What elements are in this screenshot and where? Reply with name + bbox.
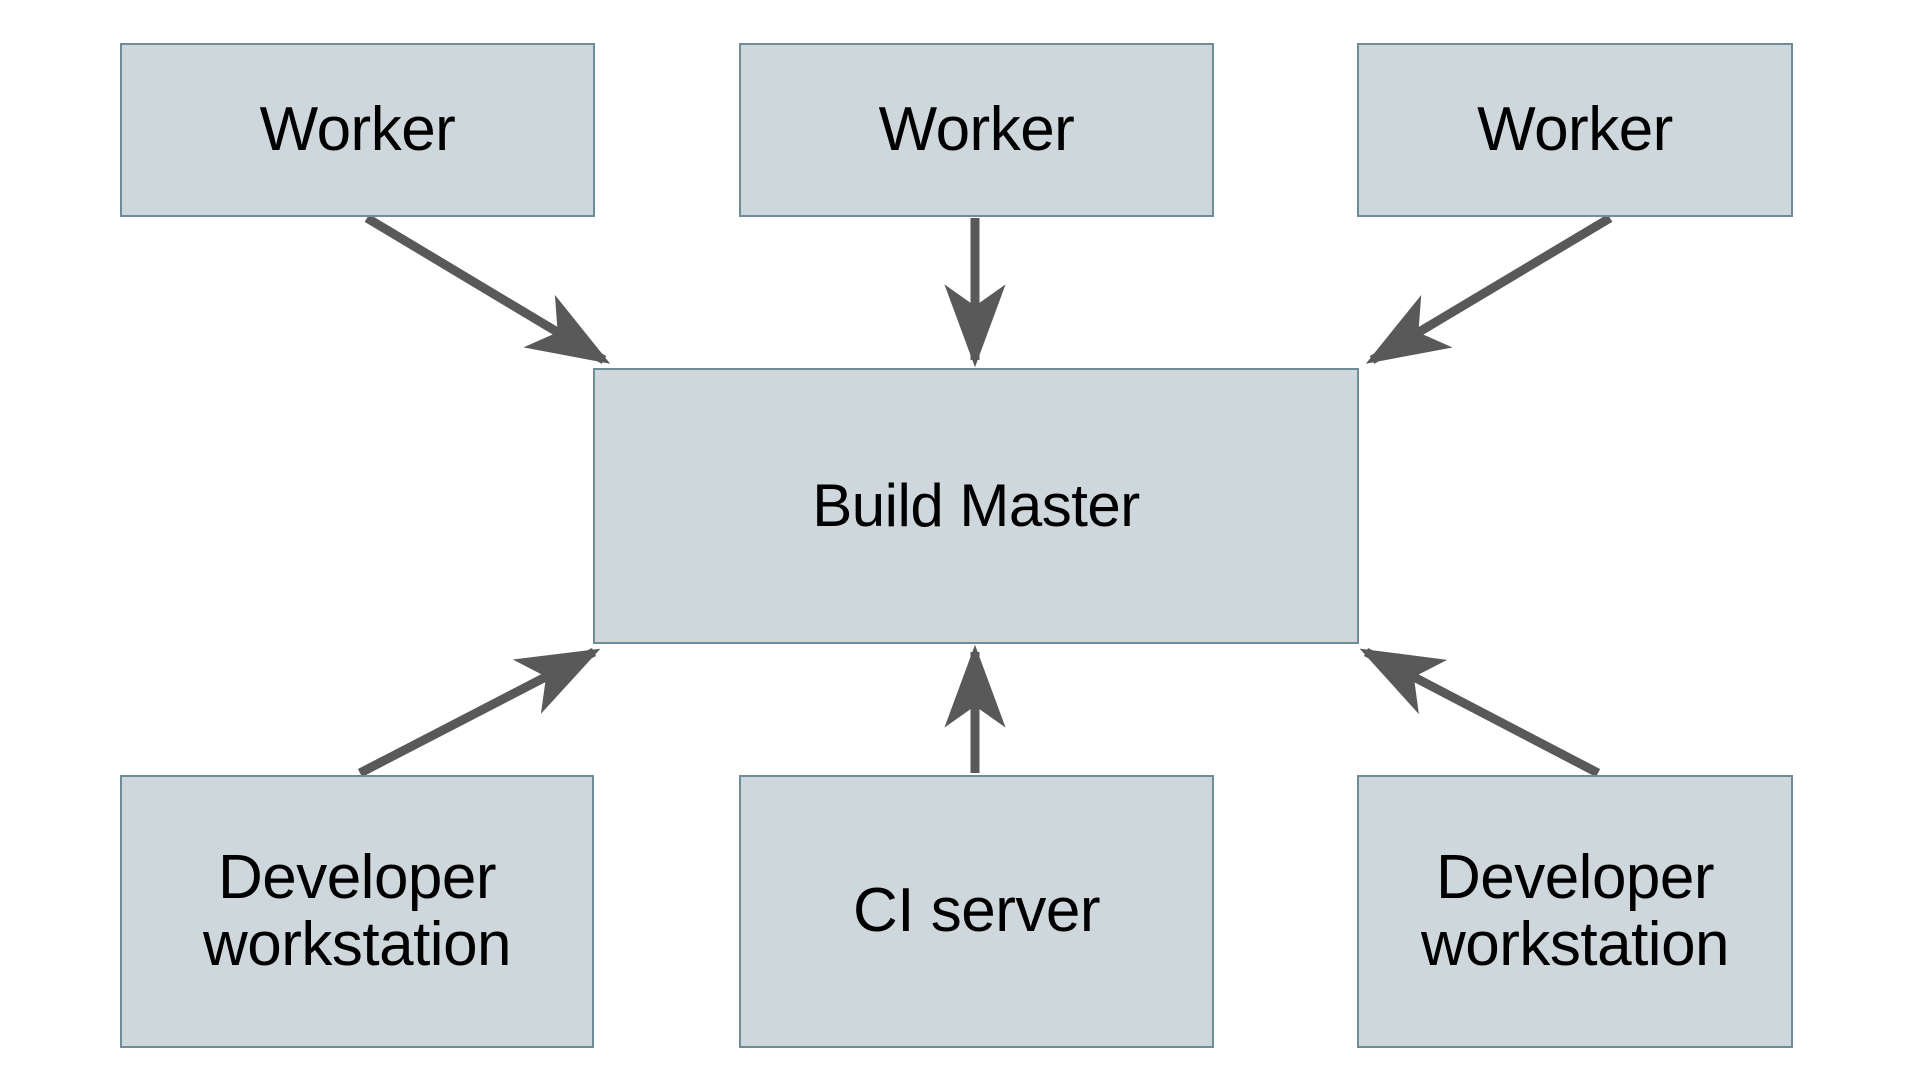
node-build-master-label: Build Master — [812, 471, 1140, 539]
edge-dev1-to-master — [357, 648, 601, 777]
edge-worker1-to-master — [364, 214, 611, 364]
node-dev-workstation-2-label: Developer workstation — [1420, 842, 1730, 979]
node-dev-workstation-1[interactable]: Developer workstation — [120, 775, 594, 1048]
node-build-master[interactable]: Build Master — [593, 368, 1359, 644]
node-ci-server[interactable]: CI server — [739, 775, 1214, 1048]
node-ci-server-label: CI server — [853, 876, 1100, 946]
node-worker-2[interactable]: Worker — [739, 43, 1214, 217]
edge-dev2-to-master — [1359, 648, 1601, 777]
node-worker-1-label: Worker — [259, 94, 456, 164]
node-dev-workstation-1-label: Developer workstation — [202, 842, 512, 979]
node-worker-2-label: Worker — [878, 94, 1075, 164]
edge-worker3-to-master — [1365, 214, 1613, 364]
node-worker-3[interactable]: Worker — [1357, 43, 1793, 217]
node-worker-1[interactable]: Worker — [120, 43, 595, 217]
node-worker-3-label: Worker — [1477, 94, 1673, 164]
node-dev-workstation-2[interactable]: Developer workstation — [1357, 775, 1793, 1048]
